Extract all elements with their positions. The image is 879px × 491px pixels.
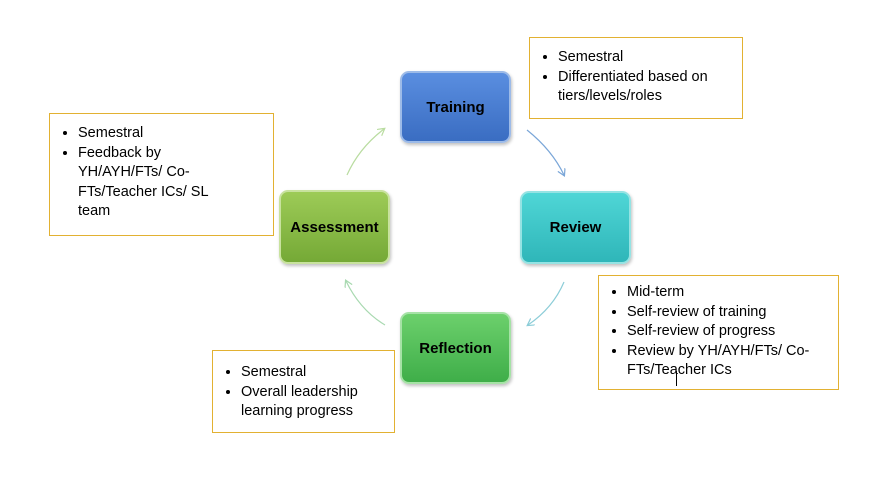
arrow-assessment-to-training [346,129,384,176]
review-note-item: Self-review of training [627,303,838,323]
assessment-node: Assessment [279,190,390,264]
assessment-note: Semestral Feedback by YH/AYH/FTs/ Co-FTs… [49,113,274,236]
training-note-item: Differentiated based on tiers/levels/rol… [558,68,742,107]
review-note-item: Review by YH/AYH/FTs/ Co-FTs/Teacher ICs [627,342,838,381]
training-label: Training [426,98,485,116]
arrow-reflection-to-assessment [346,281,386,326]
reflection-note-item: Overall leadership learning progress [241,383,394,422]
reflection-node: Reflection [400,312,511,384]
assessment-note-item: Semestral [78,124,273,144]
arrow-review-to-reflection [528,281,565,325]
reflection-note: Semestral Overall leadership learning pr… [212,350,395,433]
assessment-note-item: Feedback by YH/AYH/FTs/ Co-FTs/Teacher I… [78,144,218,222]
reflection-label: Reflection [419,339,492,357]
arrow-training-to-review [526,129,564,175]
training-note-item: Semestral [558,48,742,68]
training-note: Semestral Differentiated based on tiers/… [529,37,743,119]
review-node: Review [520,191,631,264]
reflection-note-item: Semestral [241,363,394,383]
review-label: Review [549,219,602,236]
review-note: Mid-term Self-review of training Self-re… [598,275,839,390]
text-cursor [676,371,677,386]
review-note-item: Mid-term [627,283,838,303]
assessment-label: Assessment [290,218,379,236]
review-note-item: Self-review of progress [627,322,838,342]
training-node: Training [400,71,511,143]
